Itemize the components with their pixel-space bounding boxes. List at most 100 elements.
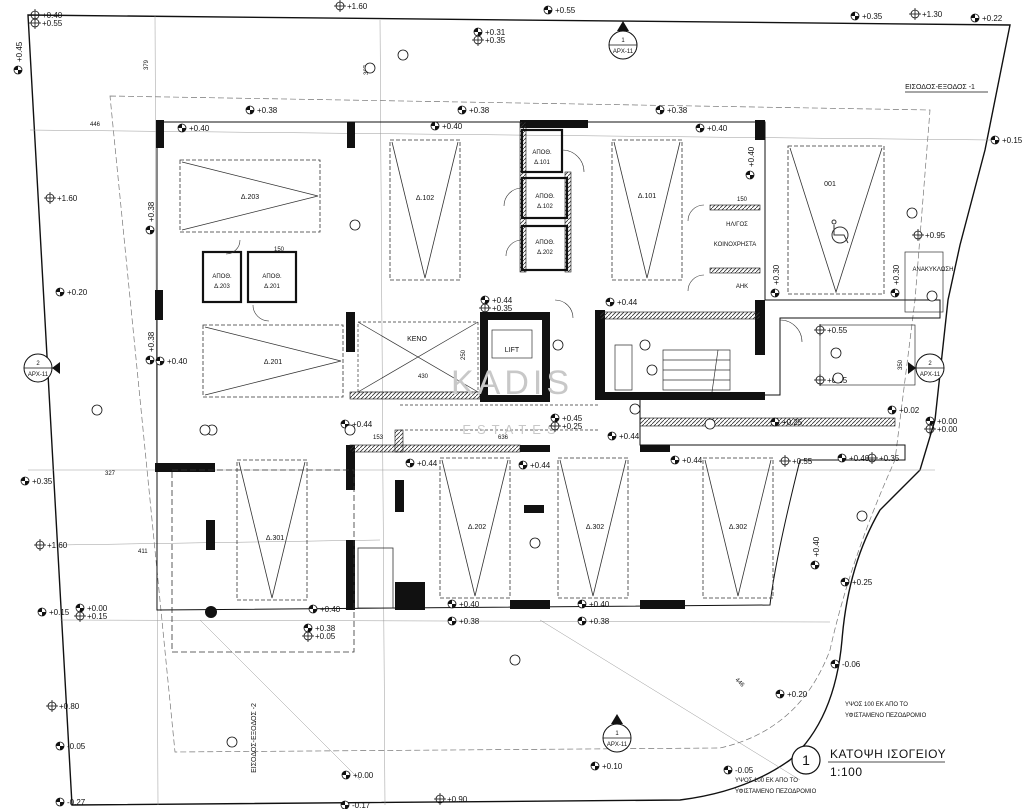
note-line: ΥΨΟΣ 100 ΕΚ ΑΠΟ ΤΟ: [845, 702, 908, 708]
svg-text:ΑΡΧ-11: ΑΡΧ-11: [28, 372, 49, 378]
level-value: +0.55: [42, 19, 63, 28]
level-marker: +0.90: [433, 792, 468, 806]
area-marker-symbol: [646, 364, 658, 376]
dimension-value: 150: [274, 247, 285, 253]
level-value: +0.00: [937, 417, 958, 426]
structural-walls: [155, 120, 765, 618]
level-marker: +0.55: [778, 454, 813, 468]
parking-label: Δ.201: [264, 359, 282, 366]
level-marker: +0.40: [695, 123, 728, 133]
core-elements: [357, 251, 944, 431]
bay-101: [611, 139, 683, 281]
storage-label: ΑΠΟΘ.: [535, 194, 555, 200]
level-marker: +0.38: [303, 623, 336, 633]
level-value: +0.00: [353, 771, 374, 780]
level-value: +1.60: [57, 194, 78, 203]
level-value: +0.40: [189, 124, 210, 133]
level-value: +0.44: [617, 298, 638, 307]
level-value: +0.25: [782, 418, 803, 427]
level-value: +0.40: [747, 146, 756, 167]
level-value: +0.25: [562, 422, 583, 431]
level-marker: +0.55: [543, 5, 576, 15]
level-value: +0.10: [602, 762, 623, 771]
level-marker: +0.30: [770, 264, 781, 298]
area-marker-symbol: [629, 403, 641, 415]
level-value: +1.30: [922, 10, 943, 19]
level-marker: +0.44: [340, 419, 373, 429]
svg-text:2: 2: [36, 361, 40, 367]
level-value: +0.90: [447, 795, 468, 804]
level-marker: +0.55: [28, 16, 63, 30]
bay-203: [179, 159, 321, 233]
level-value: +0.30: [892, 264, 901, 285]
level-marker: +0.38: [577, 616, 610, 626]
level-value: +0.20: [787, 690, 808, 699]
level-value: +0.38: [147, 331, 156, 352]
parking-label: Δ.301: [266, 535, 284, 542]
level-value: +0.95: [925, 231, 946, 240]
area-marker-symbol: [529, 537, 541, 549]
level-marker: +0.40: [577, 599, 610, 609]
parking-label: 001: [824, 181, 836, 188]
level-marker: +0.40: [810, 536, 821, 570]
parking-label: Δ.302: [729, 524, 747, 531]
level-marker: -0.17: [340, 800, 371, 809]
dimension-value: 636: [498, 435, 509, 441]
level-value: +1.60: [47, 541, 68, 550]
area-marker-symbol: [906, 207, 918, 219]
bay-201: [202, 324, 344, 398]
storage-label: Δ.102: [537, 204, 553, 210]
level-value: +0.38: [257, 106, 278, 115]
level-marker: +0.31: [473, 27, 506, 37]
plot-boundary: [27, 14, 1011, 806]
dimension-value: 350: [898, 359, 904, 370]
level-marker: +0.45: [550, 413, 583, 423]
level-marker: +0.25: [548, 419, 583, 433]
parking-label: Δ.101: [638, 193, 656, 200]
level-value: +0.45: [562, 414, 583, 423]
level-value: +0.44: [682, 456, 703, 465]
section-marker-bottom: 1 ΑΡΧ-11: [602, 714, 632, 753]
hatched-walls: [349, 121, 896, 453]
level-marker: +0.35: [865, 451, 900, 465]
level-marker: +1.60: [33, 538, 68, 552]
level-value: +0.00: [937, 425, 958, 434]
level-value: +0.00: [87, 604, 108, 613]
level-marker: +0.40: [177, 123, 210, 133]
dimension-value: 379: [144, 59, 150, 70]
area-marker-symbol: [364, 62, 376, 74]
level-marker: +1.30: [908, 7, 943, 21]
level-value: +0.55: [827, 326, 848, 335]
storage-label: ΑΠΟΘ.: [262, 274, 282, 280]
dimension-value: 411: [138, 549, 148, 555]
lift-label: LIFT: [505, 347, 520, 354]
area-marker-symbol: [397, 49, 409, 61]
dimension-value: 250: [461, 349, 467, 360]
level-markers: +0.40+0.55+1.60+0.55+0.31+0.35+0.35+1.30…: [13, 0, 1023, 809]
area-marker-symbol: [704, 418, 716, 430]
level-marker: +0.40: [28, 8, 63, 22]
watermark-sub: ESTATES: [462, 422, 561, 437]
entrance-label-top: ΕΙΣΟΔΟΣ-ΕΞΟΔΟΣ -1: [905, 84, 975, 91]
level-value: +0.44: [492, 296, 513, 305]
section-marker-right: 2 ΑΡΧ-11: [908, 353, 945, 383]
level-marker: +0.38: [245, 105, 278, 115]
level-value: +0.38: [667, 106, 688, 115]
storage-label: ΑΠΟΘ.: [532, 150, 552, 156]
level-marker: +0.44: [607, 431, 640, 441]
level-marker: +0.00: [341, 770, 374, 780]
level-value: +0.35: [485, 36, 506, 45]
dimension-value: 446: [734, 677, 746, 689]
storage-label: ΑΠΟΘ.: [212, 274, 232, 280]
level-value: +0.40: [459, 600, 480, 609]
dimension-value: 327: [105, 471, 116, 477]
level-marker: +0.02: [887, 405, 920, 415]
level-value: +0.40: [589, 600, 610, 609]
area-markers: [91, 49, 938, 748]
void-label: ΚΕΝΟ: [407, 336, 427, 343]
level-marker: +0.38: [447, 616, 480, 626]
level-value: -0.05: [67, 742, 86, 751]
level-marker: +0.15: [37, 607, 70, 617]
accessible-parking-icon: [831, 219, 849, 244]
area-marker-symbol: [199, 424, 211, 436]
